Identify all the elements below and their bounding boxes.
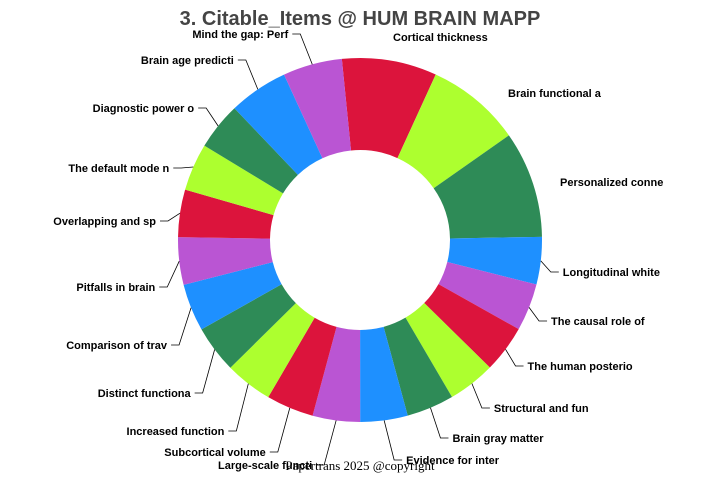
leader-line-3 [540,260,559,273]
slice-3 [447,236,542,285]
slice-label-0: Cortical thickness [393,32,488,44]
slice-label-19: Mind the gap: Perf [192,29,288,41]
leader-line-14 [159,260,180,288]
slice-label-17: Diagnostic power o [93,103,195,115]
slice-label-15: Overlapping and sp [53,216,156,228]
slice-label-7: Brain gray matter [452,433,544,445]
slice-label-8: Evidence for inter [406,455,500,467]
slice-label-18: Brain age predicti [141,55,234,67]
leader-line-6 [471,383,490,409]
leader-line-9 [316,420,337,466]
leader-line-4 [528,307,548,322]
slice-label-4: The causal role of [551,316,645,328]
slice-label-14: Pitfalls in brain [76,282,155,294]
slice-6 [405,303,490,398]
slice-label-13: Comparison of trav [66,340,168,352]
slice-5 [424,284,519,368]
slice-label-16: The default mode n [68,163,169,175]
leader-line-8 [383,420,403,461]
slice-label-2: Personalized conne [560,177,663,189]
leader-line-17 [198,107,219,127]
leader-line-11 [228,383,249,432]
slice-label-9: Large-scale functi [218,460,312,472]
slice-8 [360,326,408,422]
slice-13 [183,262,282,330]
leader-line-18 [237,59,259,90]
slice-15 [178,189,274,239]
slice-12 [201,284,296,368]
slice-label-3: Longitudinal white [563,267,660,279]
slice-19 [284,58,352,159]
slice-label-6: Structural and fun [494,403,589,415]
slices-group [178,57,542,422]
leader-line-7 [430,407,449,439]
leader-line-12 [194,349,216,394]
leader-line-15 [159,212,181,222]
slice-4 [438,262,537,330]
slice-label-1: Brain functional a [508,88,602,100]
slice-label-12: Distinct functiona [98,388,192,400]
footer-copyright: Papertrans 2025 @copyright [285,458,435,473]
slice-14 [178,237,273,285]
slice-1 [397,74,509,189]
slice-17 [204,108,298,194]
slice-10 [268,317,337,416]
slice-2 [433,135,542,239]
slice-18 [234,74,323,175]
slice-9 [312,326,361,422]
slice-7 [383,317,452,416]
leader-line-16 [173,166,194,169]
slice-16 [185,145,284,216]
slice-label-11: Increased function [127,426,225,438]
leader-line-19 [292,33,313,65]
slice-label-10: Subcortical volume [164,447,265,459]
chart-title: 3. Citable_Items @ HUM BRAIN MAPP [180,8,541,30]
leader-line-5 [505,349,524,367]
leader-line-13 [171,307,192,346]
slice-label-5: The human posterio [528,361,633,373]
leader-line-10 [269,407,291,453]
slice-11 [230,303,315,398]
slice-0 [341,57,436,159]
